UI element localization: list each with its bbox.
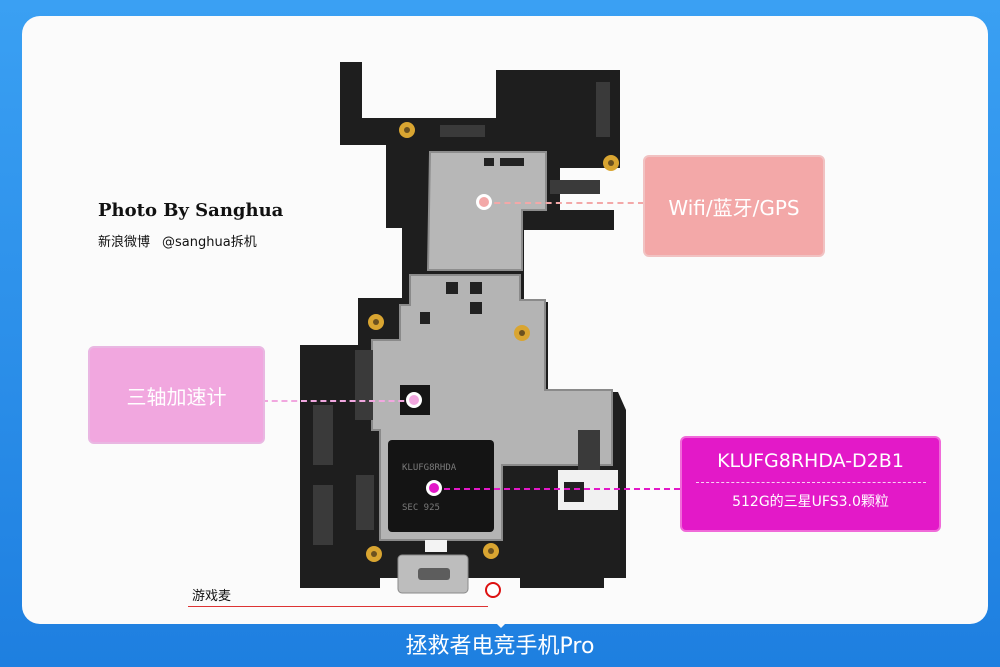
accel-leader-line (262, 400, 414, 402)
photo-panel (22, 16, 988, 624)
panel-pointer (491, 618, 511, 628)
chip-separator (695, 482, 926, 483)
wifi-marker (476, 194, 492, 210)
photo-credit: Photo By Sanghua 新浪微博 @sanghua拆机 (98, 200, 283, 250)
mic-marker (485, 582, 501, 598)
weibo-label: 新浪微博 (98, 235, 151, 250)
wifi-leader-line (484, 202, 644, 204)
credit-photo-by: Photo By Sanghua (98, 200, 284, 221)
chip-description: 512G的三星UFS3.0颗粒 (732, 494, 889, 510)
accel-callout: 三轴加速计 (88, 346, 265, 444)
credit-weibo: 新浪微博 @sanghua拆机 (98, 231, 283, 250)
chip-marker (426, 480, 442, 496)
accel-marker (406, 392, 422, 408)
footer-title: 拯救者电竞手机Pro (405, 634, 595, 659)
weibo-handle: @sanghua拆机 (162, 235, 257, 250)
chip-leader-line (434, 488, 680, 490)
mic-label: 游戏麦 (192, 589, 232, 604)
chip-callout: KLUFG8RHDA-D2B1 512G的三星UFS3.0颗粒 (680, 436, 941, 532)
chip-model: KLUFG8RHDA-D2B1 (717, 450, 904, 472)
mic-underline (188, 606, 488, 607)
wifi-callout: Wifi/蓝牙/GPS (643, 155, 825, 257)
